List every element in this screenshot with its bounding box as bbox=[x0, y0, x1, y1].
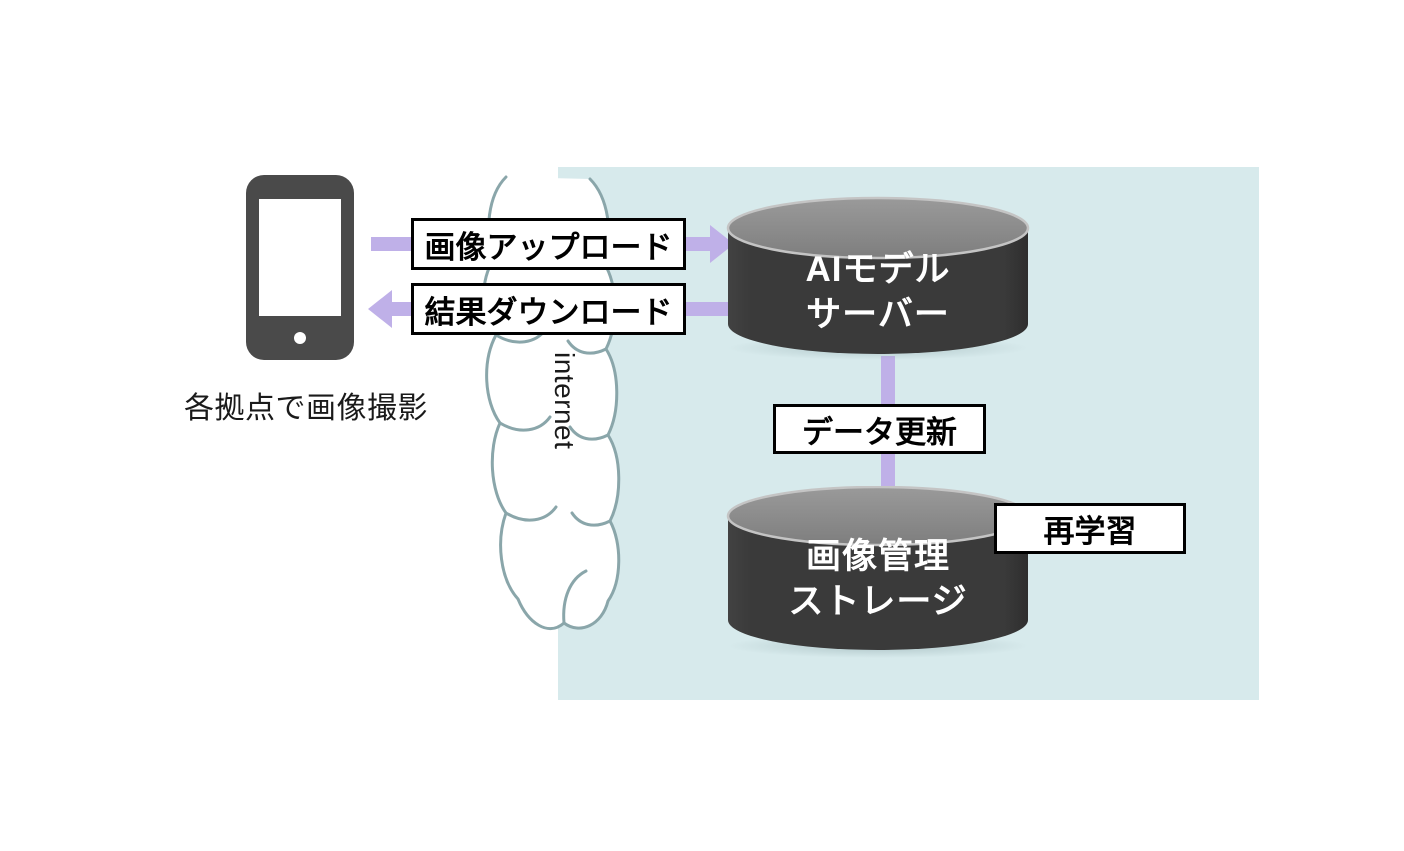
flow-label-retrain: 再学習 bbox=[994, 503, 1186, 554]
node-image-storage-label-line1: 画像管理 bbox=[805, 537, 950, 576]
arrow-left-icon-download-tail bbox=[686, 299, 734, 319]
node-ai-model-server: AIモデル サーバー bbox=[722, 196, 1034, 360]
node-image-storage-label-line2: ストレージ bbox=[788, 582, 968, 621]
flow-label-data-update: データ更新 bbox=[773, 404, 986, 454]
cloud-label: internet bbox=[549, 352, 580, 450]
phone-home-button bbox=[294, 332, 306, 344]
flow-label-upload: 画像アップロード bbox=[411, 218, 686, 270]
phone-caption: 各拠点で画像撮影 bbox=[184, 392, 428, 425]
flow-label-download: 結果ダウンロード bbox=[411, 283, 686, 335]
node-ai-model-server-label-line1: AIモデル bbox=[805, 250, 951, 289]
arrow-left-icon-download-head bbox=[368, 290, 416, 328]
node-ai-model-server-label-line2: サーバー bbox=[806, 295, 950, 334]
arrow-right-icon-upload-tail bbox=[371, 234, 416, 254]
phone-screen bbox=[259, 199, 341, 316]
node-image-storage: 画像管理 ストレージ bbox=[722, 486, 1034, 658]
arrow-right-icon-upload-head bbox=[686, 225, 734, 263]
smartphone-icon bbox=[246, 175, 354, 360]
